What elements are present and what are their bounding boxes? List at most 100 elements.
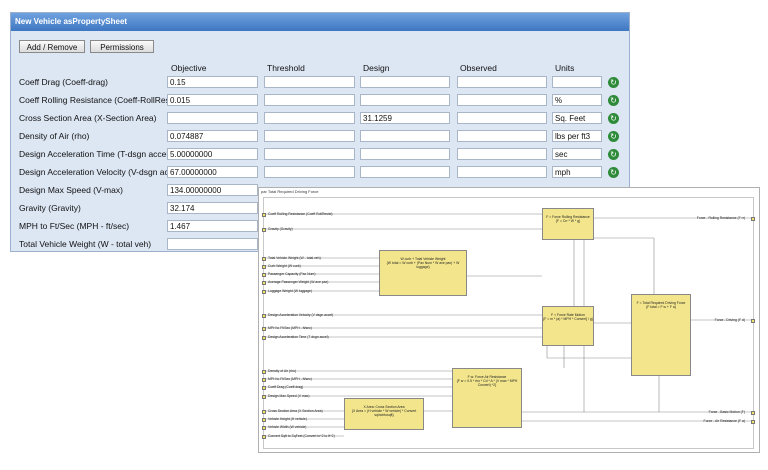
- refresh-icon[interactable]: ↻: [608, 113, 619, 124]
- property-row: Design Max Speed (V-max)134.00000000: [11, 182, 631, 200]
- diagram-port: [262, 435, 266, 439]
- diagram-input-label: Coeff Drag (Coeff drag): [268, 385, 304, 389]
- diagram-input-label: MPH to Ft/Sec (MPH - ft/sec): [268, 377, 312, 381]
- column-header-objective: Objective: [171, 63, 207, 73]
- refresh-icon[interactable]: ↻: [608, 131, 619, 142]
- constraint-block[interactable]: X Area: Cross Section Area{X Area = (H v…: [344, 398, 424, 430]
- constraint-equation: {W total = W curb + (Pax Num * W ave pax…: [386, 261, 460, 269]
- column-header-observed: Observed: [460, 63, 497, 73]
- constraint-block[interactable]: F = Force Rate Motion{F = m * (a) * MPH …: [542, 306, 594, 346]
- constraint-block[interactable]: F = Force Rolling Resistance{F = Crr * W…: [542, 208, 594, 240]
- threshold-field[interactable]: [264, 76, 355, 88]
- diagram-input-label: Vehicle Height (H vehicle): [268, 417, 307, 421]
- diagram-port: [262, 386, 266, 390]
- diagram-output-label: Force - Air Resistance (F a): [703, 419, 745, 423]
- units-field[interactable]: lbs per ft3: [552, 130, 602, 142]
- observed-field[interactable]: [457, 130, 547, 142]
- design-field[interactable]: 31.1259: [360, 112, 450, 124]
- constraint-block[interactable]: W curb + Total Vehicle Weight{W total = …: [379, 250, 467, 296]
- diagram-port: [262, 410, 266, 414]
- observed-field[interactable]: [457, 112, 547, 124]
- observed-field[interactable]: [457, 94, 547, 106]
- design-field[interactable]: [360, 94, 450, 106]
- diagram-port: [751, 411, 755, 415]
- objective-field[interactable]: 0.15: [167, 76, 258, 88]
- property-row: Cross Section Area (X-Section Area)31.12…: [11, 110, 631, 128]
- diagram-input-label: Total Vehicle Weight (W - total veh): [268, 256, 321, 260]
- units-field[interactable]: [552, 76, 602, 88]
- diagram-port: [262, 426, 266, 430]
- diagram-port: [262, 228, 266, 232]
- diagram-input-label: Convert Sqft to SqFeet (Convert in^2 to …: [268, 434, 335, 438]
- diagram-port: [262, 213, 266, 217]
- constraint-equation: {F = Crr * W * g}: [555, 219, 581, 223]
- property-label: MPH to Ft/Sec (MPH - ft/sec): [19, 221, 130, 231]
- units-field[interactable]: %: [552, 94, 602, 106]
- constraint-title: W curb + Total Vehicle Weight: [400, 257, 446, 261]
- constraint-equation: {F total = F w + F a}: [646, 305, 676, 309]
- objective-field[interactable]: 0.015: [167, 94, 258, 106]
- refresh-icon[interactable]: ↻: [608, 77, 619, 88]
- refresh-icon[interactable]: ↻: [608, 95, 619, 106]
- diagram-input-label: Luggage Weight (W luggage): [268, 289, 313, 293]
- threshold-field[interactable]: [264, 148, 355, 160]
- diagram-input-label: Design Acceleration Time (T dsgn accel): [268, 335, 329, 339]
- threshold-field[interactable]: [264, 166, 355, 178]
- diagram-input-label: Gravity (Gravity): [268, 227, 293, 231]
- diagram-port: [262, 327, 266, 331]
- units-field[interactable]: mph: [552, 166, 602, 178]
- threshold-field[interactable]: [264, 94, 355, 106]
- diagram-port: [751, 420, 755, 424]
- refresh-icon[interactable]: ↻: [608, 149, 619, 160]
- design-field[interactable]: [360, 130, 450, 142]
- diagram-output-label: Force - Basic Motion (F): [708, 410, 745, 414]
- constraint-block[interactable]: F = Total Required Driving Force{F total…: [631, 294, 691, 376]
- objective-field[interactable]: [167, 238, 258, 250]
- objective-field[interactable]: 5.00000000: [167, 148, 258, 160]
- threshold-field[interactable]: [264, 130, 355, 142]
- diagram-port: [262, 290, 266, 294]
- objective-field[interactable]: 67.00000000: [167, 166, 258, 178]
- property-label: Total Vehicle Weight (W - total veh): [19, 239, 152, 249]
- property-label: Gravity (Gravity): [19, 203, 81, 213]
- diagram-port: [262, 395, 266, 399]
- diagram-port: [262, 336, 266, 340]
- observed-field[interactable]: [457, 148, 547, 160]
- design-field[interactable]: [360, 76, 450, 88]
- property-row: Total Vehicle Weight (W - total veh): [11, 236, 631, 254]
- design-field[interactable]: [360, 166, 450, 178]
- property-row: Gravity (Gravity) 32.174: [11, 200, 631, 218]
- diagram-port: [751, 217, 755, 221]
- constraint-title: F w: Force Air Resistance: [467, 375, 507, 379]
- constraint-title: F = Force Rate Motion: [551, 313, 585, 317]
- diagram-port: [262, 257, 266, 261]
- permissions-button[interactable]: Permissions: [90, 40, 154, 53]
- threshold-field[interactable]: [264, 112, 355, 124]
- refresh-icon[interactable]: ↻: [608, 167, 619, 178]
- diagram-output-label: Force - Rolling Resistance (F rr): [696, 216, 745, 220]
- units-field[interactable]: sec: [552, 148, 602, 160]
- constraint-title: F = Force Rolling Resistance: [546, 215, 590, 219]
- observed-field[interactable]: [457, 76, 547, 88]
- constraint-equation: {X Area = (H vehicle * W vehicle) * Conv…: [351, 409, 417, 417]
- diagram-output-label: Force - Driving (F d): [714, 318, 745, 322]
- diagram-port: [262, 281, 266, 285]
- diagram-input-label: MPH to Ft/Sec (MPH - ft/sec): [268, 326, 312, 330]
- observed-field[interactable]: [457, 166, 547, 178]
- objective-field[interactable]: 32.174: [167, 202, 258, 214]
- property-row: Coeff Rolling Resistance (Coeff-RollResi…: [11, 92, 631, 110]
- design-field[interactable]: [360, 148, 450, 160]
- objective-field[interactable]: 134.00000000: [167, 184, 258, 196]
- diagram-input-label: Design Acceleration Velocity (V dsgn acc…: [268, 313, 334, 317]
- constraint-block[interactable]: F w: Force Air Resistance{F w = 0.5 * rh…: [452, 368, 522, 428]
- objective-field[interactable]: 0.074887: [167, 130, 258, 142]
- diagram-connectors: [266, 213, 753, 437]
- objective-field[interactable]: [167, 112, 258, 124]
- diagram-input-label: Coeff Rolling Resistance (Coeff RollResi…: [268, 212, 333, 216]
- diagram-port: [751, 319, 755, 323]
- units-field[interactable]: Sq. Feet: [552, 112, 602, 124]
- objective-field[interactable]: 1.467: [167, 220, 258, 232]
- diagram-input-label: Average Passenger Weight (W ave pax): [268, 280, 329, 284]
- diagram-input-label: Density of Air (rho): [268, 369, 297, 373]
- add-remove-button[interactable]: Add / Remove: [19, 40, 85, 53]
